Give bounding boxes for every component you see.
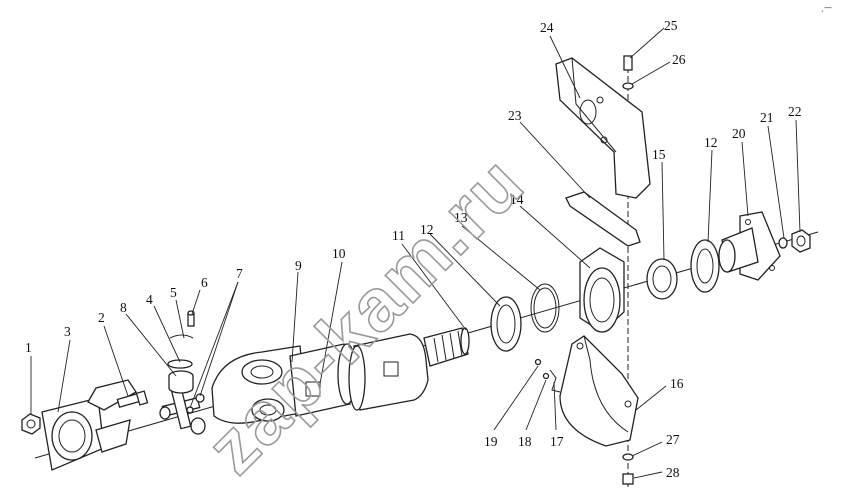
callout-6: 6 xyxy=(201,275,208,290)
lower-nut xyxy=(622,473,634,485)
ball xyxy=(534,358,542,366)
lower-washer xyxy=(622,453,634,461)
strap-plate xyxy=(565,191,641,247)
callout-27: 27 xyxy=(666,432,680,447)
retaining-ring xyxy=(530,283,560,333)
grease-nipple xyxy=(187,310,195,327)
oil-seal-left xyxy=(490,296,522,352)
callout-10: 10 xyxy=(332,246,346,261)
spring-clip xyxy=(549,369,561,393)
callout-24: 24 xyxy=(540,20,554,35)
mounting-bracket xyxy=(555,57,651,199)
top-washer xyxy=(622,82,634,90)
flange-washer xyxy=(778,237,788,249)
needle-bearing-cup xyxy=(168,370,194,394)
screws xyxy=(186,393,205,414)
callout-2: 2 xyxy=(98,310,105,325)
callout-4: 4 xyxy=(146,292,153,307)
bolt xyxy=(116,390,149,408)
support-cradle xyxy=(559,335,639,447)
callout-26: 26 xyxy=(672,52,686,67)
callout-9: 9 xyxy=(295,258,302,273)
ball-bearing xyxy=(646,258,678,300)
callout-5: 5 xyxy=(170,285,177,300)
universal-joint-cross xyxy=(159,386,206,435)
callout-28: 28 xyxy=(666,465,680,480)
nut xyxy=(21,413,41,435)
callout-15: 15 xyxy=(652,147,666,162)
callout-25: 25 xyxy=(664,18,678,33)
callout-20: 20 xyxy=(732,126,746,141)
callout-18: 18 xyxy=(518,434,532,449)
callout-21: 21 xyxy=(760,110,774,125)
callout-12-right: 12 xyxy=(704,135,718,150)
callout-14: 14 xyxy=(510,192,524,207)
flange-nut xyxy=(791,229,811,253)
callout-19: 19 xyxy=(484,434,498,449)
companion-flange xyxy=(718,211,781,281)
seal-ring xyxy=(167,359,193,369)
support-bearing xyxy=(579,247,625,333)
callout-12-left: 12 xyxy=(420,222,434,237)
callout-8: 8 xyxy=(120,300,127,315)
callout-13: 13 xyxy=(454,210,468,225)
shaft-tube xyxy=(348,327,470,411)
callout-22: 22 xyxy=(788,104,802,119)
oil-seal-right xyxy=(690,239,720,293)
callout-23: 23 xyxy=(508,108,522,123)
corner-mark: ˏ— xyxy=(820,3,832,12)
callout-3: 3 xyxy=(64,324,71,339)
circlip xyxy=(169,334,194,339)
callout-7: 7 xyxy=(236,266,243,281)
flange-yoke xyxy=(41,379,137,471)
callout-11: 11 xyxy=(392,228,405,243)
callout-16: 16 xyxy=(670,376,684,391)
callout-1: 1 xyxy=(25,340,32,355)
pin xyxy=(542,372,550,380)
callout-17: 17 xyxy=(550,434,564,449)
top-bolt xyxy=(623,55,633,71)
leader-lines xyxy=(30,27,801,479)
